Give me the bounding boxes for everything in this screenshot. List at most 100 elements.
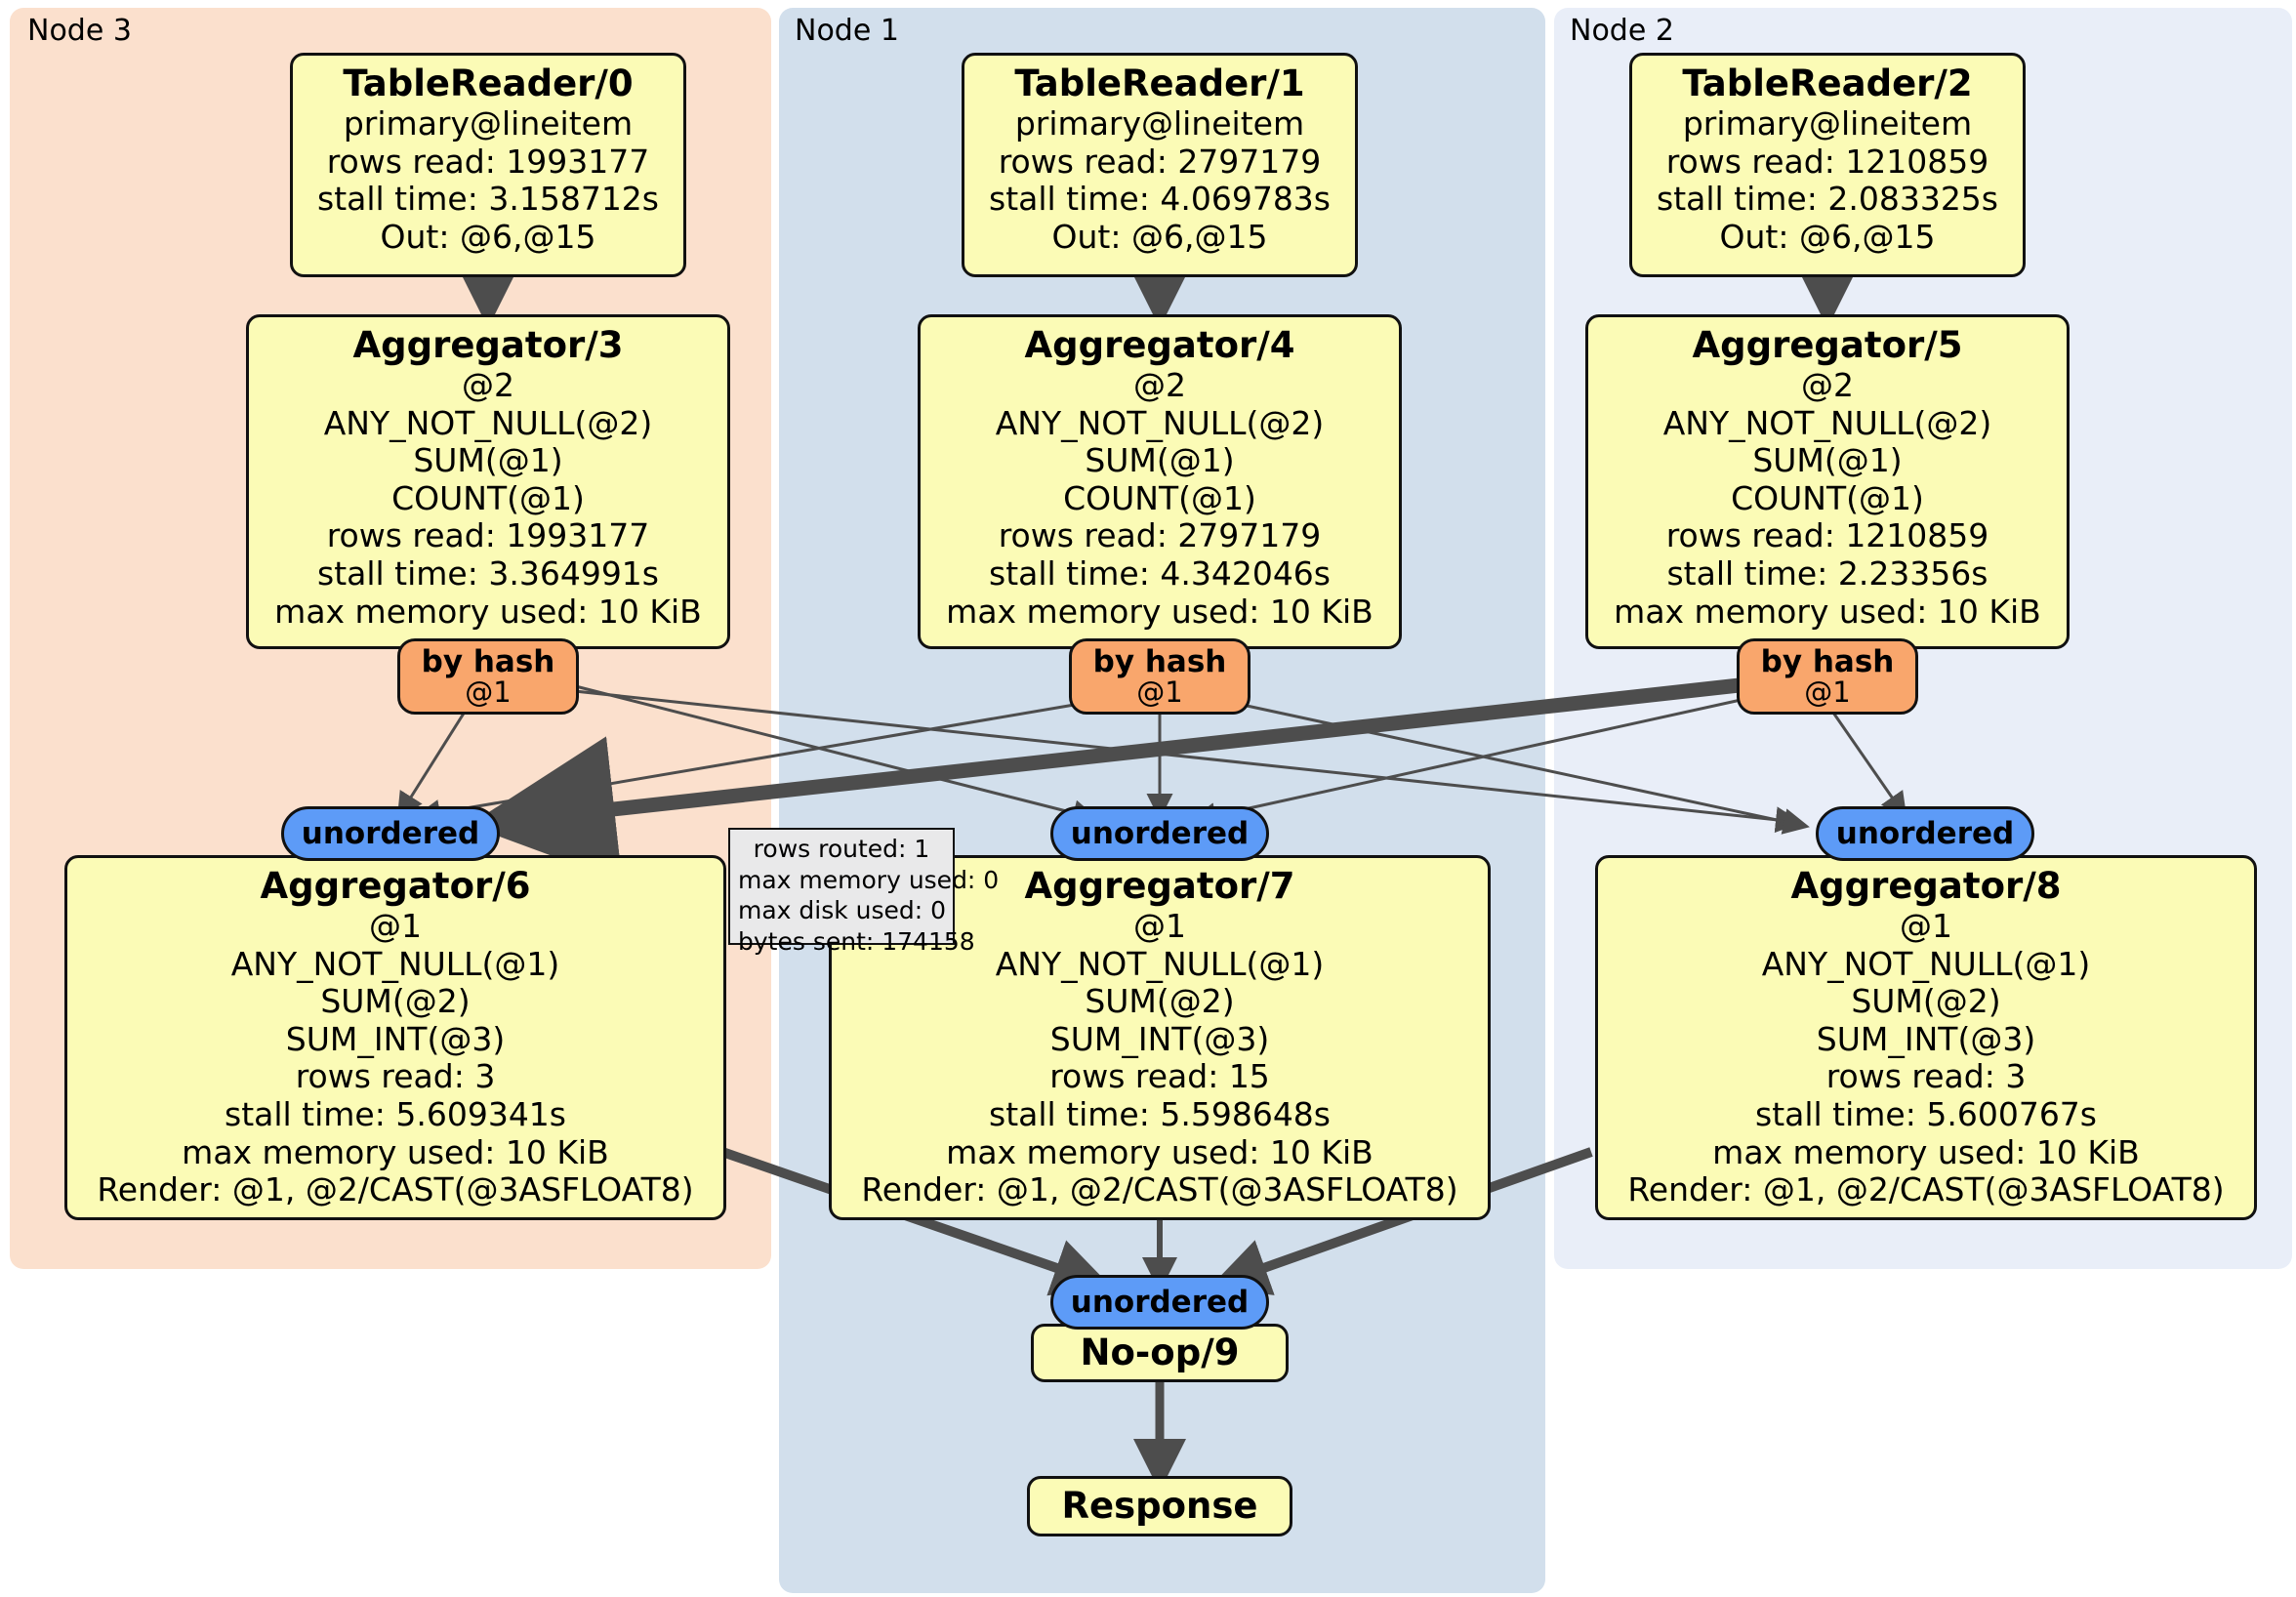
- node-detail: @2: [1801, 365, 1854, 404]
- router-column: @1: [1136, 676, 1183, 710]
- node-detail: Render: @1, @2/CAST(@3ASFLOAT8): [861, 1170, 1458, 1209]
- node-detail: SUM_INT(@3): [1049, 1019, 1270, 1058]
- edge-hash0-unordered0: [396, 708, 469, 820]
- node-detail: @1: [369, 906, 422, 945]
- node-detail: stall time: 4.342046s: [989, 553, 1331, 593]
- router-label: by hash: [421, 643, 555, 679]
- node-detail: stall time: 5.600767s: [1755, 1094, 2097, 1133]
- node-detail: stall time: 4.069783s: [989, 180, 1331, 219]
- edge-hash1-unordered2: [1223, 699, 1810, 835]
- node-detail: SUM_INT(@3): [1816, 1019, 2036, 1058]
- node-detail: max memory used: 10 KiB: [946, 592, 1374, 631]
- node-aggregator-3[interactable]: Aggregator/3 @2 ANY_NOT_NULL(@2) SUM(@1)…: [246, 314, 730, 649]
- edge-stats-tooltip: rows routed: 1 max memory used: 0 max di…: [728, 828, 1000, 956]
- node-tablereader-0[interactable]: TableReader/0 primary@lineitem rows read…: [290, 53, 686, 277]
- node-detail: Render: @1, @2/CAST(@3ASFLOAT8): [97, 1170, 694, 1209]
- node-detail: max memory used: 10 KiB: [1614, 592, 2041, 631]
- cluster-label-node-1: Node 1: [795, 14, 899, 48]
- node-aggregator-4[interactable]: Aggregator/4 @2 ANY_NOT_NULL(@2) SUM(@1)…: [918, 314, 1402, 649]
- node-title: TableReader/2: [1682, 62, 1973, 104]
- router-label: by hash: [1760, 643, 1895, 679]
- node-detail: Out: @6,@15: [1051, 217, 1268, 256]
- node-detail: max memory used: 10 KiB: [1712, 1132, 2140, 1171]
- synchronizer-label: unordered: [1070, 1284, 1250, 1320]
- node-detail: max memory used: 10 KiB: [182, 1132, 609, 1171]
- node-detail: COUNT(@1): [1731, 478, 1924, 517]
- tooltip-line: max memory used: 0: [738, 865, 1000, 894]
- node-detail: Render: @1, @2/CAST(@3ASFLOAT8): [1627, 1170, 2225, 1209]
- node-detail: COUNT(@1): [1063, 478, 1256, 517]
- node-detail: @2: [1133, 365, 1186, 404]
- node-detail: ANY_NOT_NULL(@2): [1662, 403, 1992, 442]
- node-detail: rows read: 15: [1049, 1057, 1270, 1096]
- node-title: Aggregator/6: [260, 865, 531, 907]
- node-response[interactable]: Response: [1027, 1476, 1292, 1536]
- edge-hash2-unordered0-heavy: [469, 676, 1758, 882]
- node-title: Aggregator/5: [1692, 324, 1963, 366]
- node-aggregator-8[interactable]: Aggregator/8 @1 ANY_NOT_NULL(@1) SUM(@2)…: [1595, 855, 2257, 1220]
- node-detail: stall time: 2.083325s: [1657, 180, 1998, 219]
- node-title: TableReader/1: [1014, 62, 1305, 104]
- node-detail: SUM(@1): [1085, 441, 1235, 480]
- node-detail: COUNT(@1): [391, 478, 585, 517]
- node-detail: rows read: 3: [295, 1057, 496, 1096]
- node-tablereader-1[interactable]: TableReader/1 primary@lineitem rows read…: [962, 53, 1358, 277]
- node-title: Aggregator/8: [1790, 865, 2062, 907]
- synchronizer-label: unordered: [1835, 815, 2015, 851]
- synchronizer-label: unordered: [1070, 815, 1250, 851]
- node-detail: SUM_INT(@3): [285, 1019, 506, 1058]
- node-detail: rows read: 1210859: [1665, 142, 1989, 181]
- edge-hash0-unordered1: [555, 679, 1099, 826]
- node-detail: stall time: 5.598648s: [989, 1094, 1331, 1133]
- tooltip-line: max disk used: 0: [738, 896, 947, 924]
- node-aggregator-7[interactable]: Aggregator/7 @1 ANY_NOT_NULL(@1) SUM(@2)…: [829, 855, 1491, 1220]
- synchronizer-unordered-1[interactable]: unordered: [1050, 806, 1269, 861]
- node-detail: ANY_NOT_NULL(@2): [323, 403, 653, 442]
- node-detail: SUM(@1): [413, 441, 563, 480]
- node-detail: max memory used: 10 KiB: [274, 592, 702, 631]
- router-by-hash-1[interactable]: by hash @1: [1069, 638, 1250, 715]
- synchronizer-unordered-2[interactable]: unordered: [1816, 806, 2034, 861]
- node-detail: Out: @6,@15: [380, 217, 596, 256]
- node-title: Aggregator/7: [1024, 865, 1295, 907]
- router-column: @1: [1804, 676, 1851, 710]
- node-title: TableReader/0: [343, 62, 634, 104]
- node-detail: @1: [1133, 906, 1186, 945]
- node-detail: ANY_NOT_NULL(@2): [995, 403, 1325, 442]
- synchronizer-unordered-final[interactable]: unordered: [1050, 1275, 1269, 1330]
- node-aggregator-5[interactable]: Aggregator/5 @2 ANY_NOT_NULL(@2) SUM(@1)…: [1585, 314, 2070, 649]
- tooltip-line: bytes sent: 174158: [738, 926, 975, 956]
- cluster-label-node-2: Node 2: [1570, 14, 1674, 48]
- edge-hash2-unordered2: [1831, 712, 1907, 819]
- node-tablereader-2[interactable]: TableReader/2 primary@lineitem rows read…: [1629, 53, 2026, 277]
- node-detail: ANY_NOT_NULL(@1): [995, 944, 1325, 983]
- synchronizer-label: unordered: [301, 815, 480, 851]
- node-detail: SUM(@2): [1851, 982, 2001, 1021]
- synchronizer-unordered-0[interactable]: unordered: [281, 806, 500, 861]
- node-detail: primary@lineitem: [1014, 103, 1305, 143]
- cluster-label-node-3: Node 3: [27, 14, 132, 48]
- node-aggregator-6[interactable]: Aggregator/6 @1 ANY_NOT_NULL(@1) SUM(@2)…: [64, 855, 726, 1220]
- node-title: Aggregator/4: [1024, 324, 1295, 366]
- node-detail: max memory used: 10 KiB: [946, 1132, 1374, 1171]
- router-column: @1: [465, 676, 512, 710]
- edge-hash2-unordered1: [1190, 693, 1764, 829]
- node-detail: SUM(@2): [1085, 982, 1235, 1021]
- node-detail: SUM(@1): [1752, 441, 1903, 480]
- node-detail: primary@lineitem: [1682, 103, 1973, 143]
- router-by-hash-0[interactable]: by hash @1: [397, 638, 579, 715]
- node-detail: SUM(@2): [320, 982, 471, 1021]
- edge-hash0-unordered2: [555, 687, 1802, 834]
- node-detail: rows read: 1993177: [326, 142, 650, 181]
- node-detail: stall time: 3.158712s: [317, 180, 659, 219]
- router-by-hash-2[interactable]: by hash @1: [1737, 638, 1918, 715]
- node-detail: rows read: 1210859: [1665, 516, 1989, 555]
- node-title: Aggregator/3: [352, 324, 624, 366]
- tooltip-line: rows routed: 1: [753, 835, 930, 863]
- node-detail: rows read: 3: [1825, 1057, 2027, 1096]
- node-detail: rows read: 2797179: [998, 142, 1322, 181]
- node-detail: @2: [462, 365, 514, 404]
- node-detail: stall time: 5.609341s: [225, 1094, 566, 1133]
- node-noop-9[interactable]: No-op/9: [1031, 1324, 1289, 1382]
